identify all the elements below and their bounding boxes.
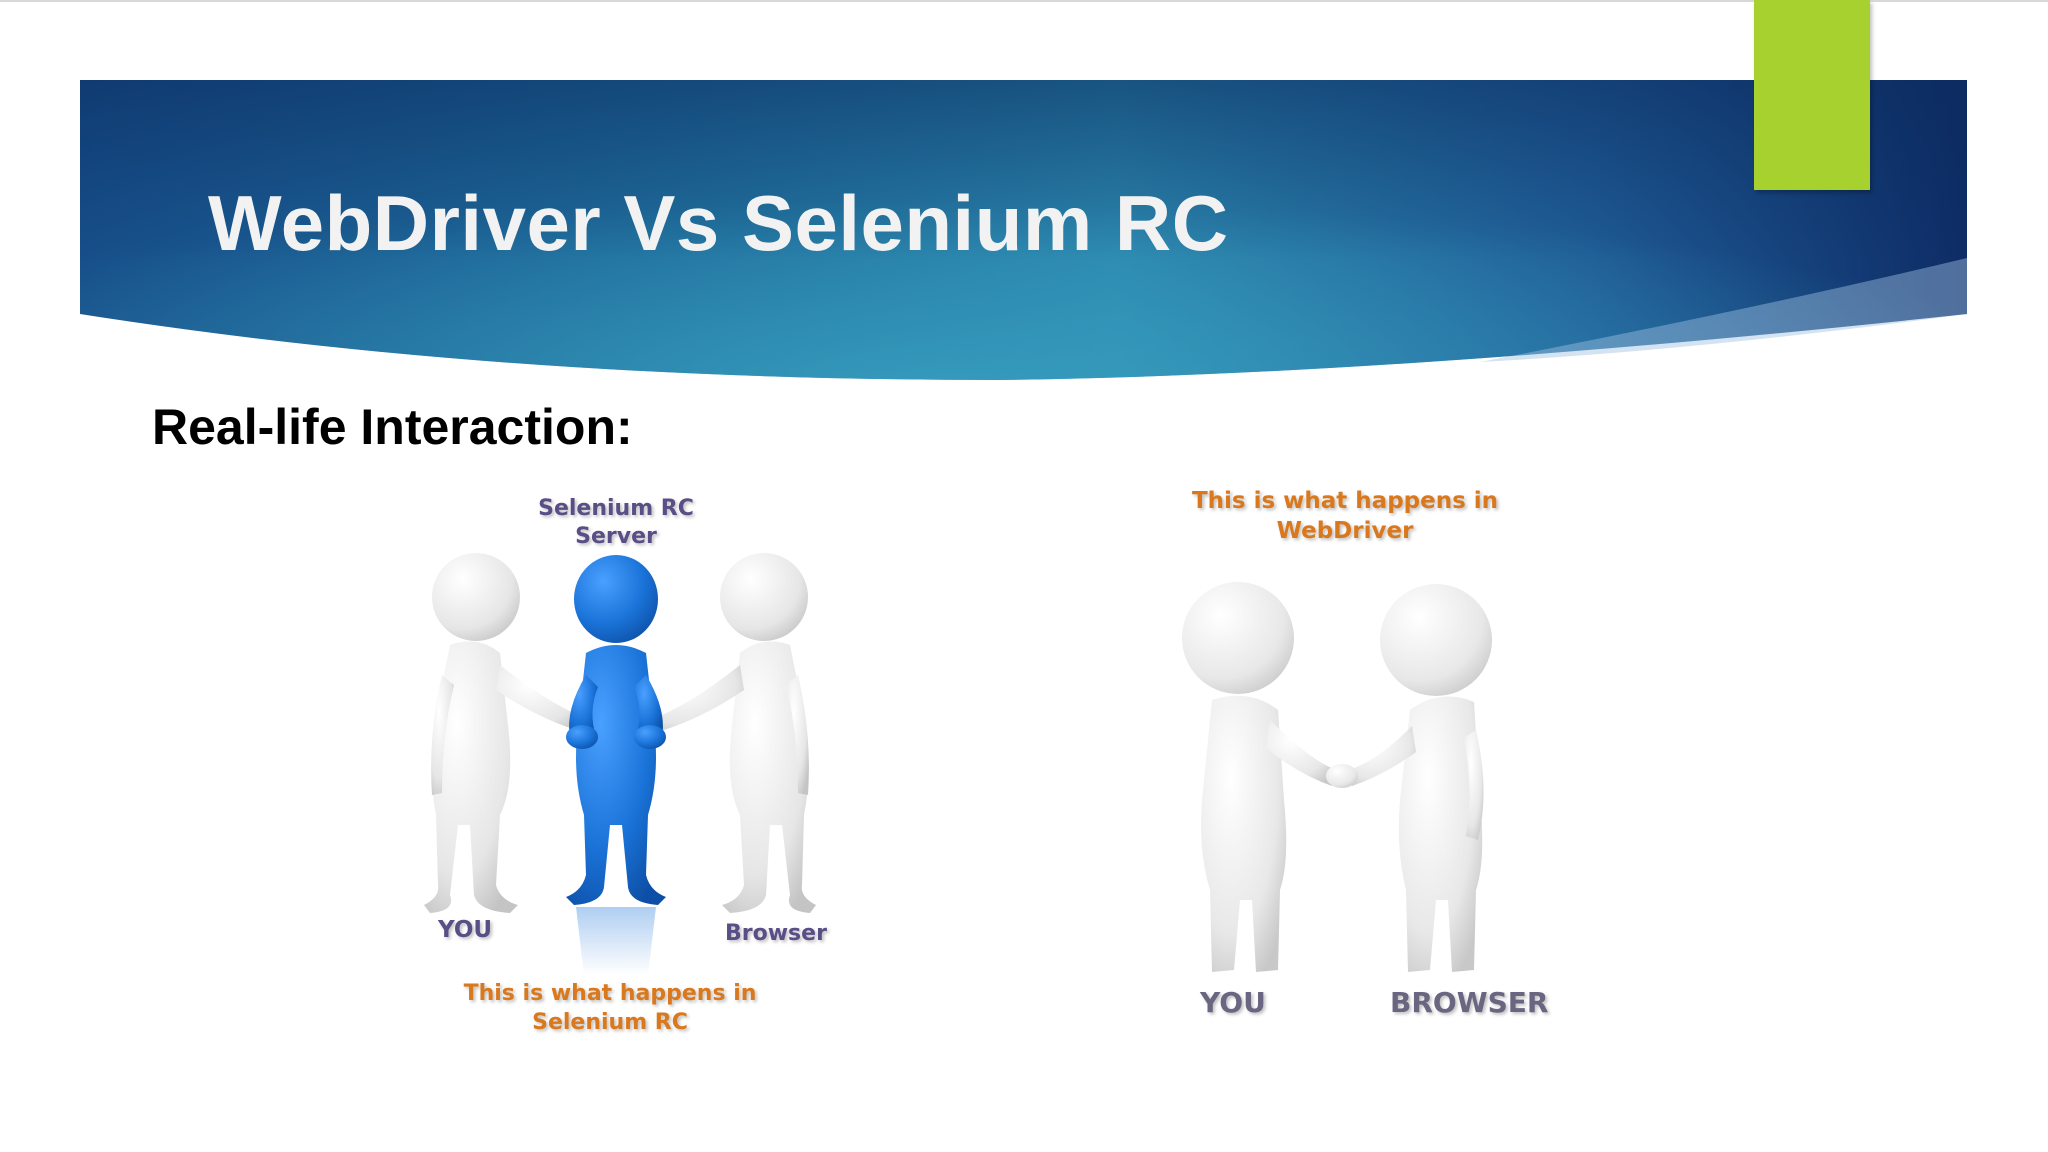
server-label-line2: Server <box>575 524 657 549</box>
wd-caption: This is what happens in WebDriver <box>1180 486 1510 546</box>
server-label-line1: Selenium RC <box>538 496 694 521</box>
wd-caption-line1: This is what happens in <box>1191 488 1499 514</box>
browser-label: Browser <box>725 921 827 946</box>
browser-label: BROWSER <box>1390 986 1549 1019</box>
selenium-rc-illustration: Selenium RC Server YOU Browser This is w… <box>350 475 870 1055</box>
wd-caption-line2: WebDriver <box>1276 518 1414 544</box>
server-label: Selenium RC Server <box>516 495 716 551</box>
browser-figure <box>1348 584 1492 972</box>
title-banner <box>80 80 1967 380</box>
accent-tab <box>1754 0 1870 190</box>
rc-caption-line2: Selenium RC <box>532 1010 688 1035</box>
rc-caption: This is what happens in Selenium RC <box>440 979 780 1037</box>
three-figures-image <box>424 553 816 975</box>
webdriver-illustration: This is what happens in WebDriver YOU BR… <box>1160 470 1590 1030</box>
slide-subtitle: Real-life Interaction: <box>152 399 633 455</box>
rc-caption-line1: This is what happens in <box>463 981 757 1006</box>
you-label: YOU <box>1200 986 1266 1019</box>
browser-figure <box>650 553 816 913</box>
handshake <box>1326 764 1358 788</box>
you-figure <box>424 553 590 913</box>
you-label: YOU <box>438 917 493 943</box>
top-divider <box>0 0 2048 2</box>
slide-title: WebDriver Vs Selenium RC <box>208 179 1229 267</box>
server-figure <box>566 555 666 975</box>
you-figure <box>1182 582 1336 972</box>
handshake-image <box>1182 582 1492 972</box>
